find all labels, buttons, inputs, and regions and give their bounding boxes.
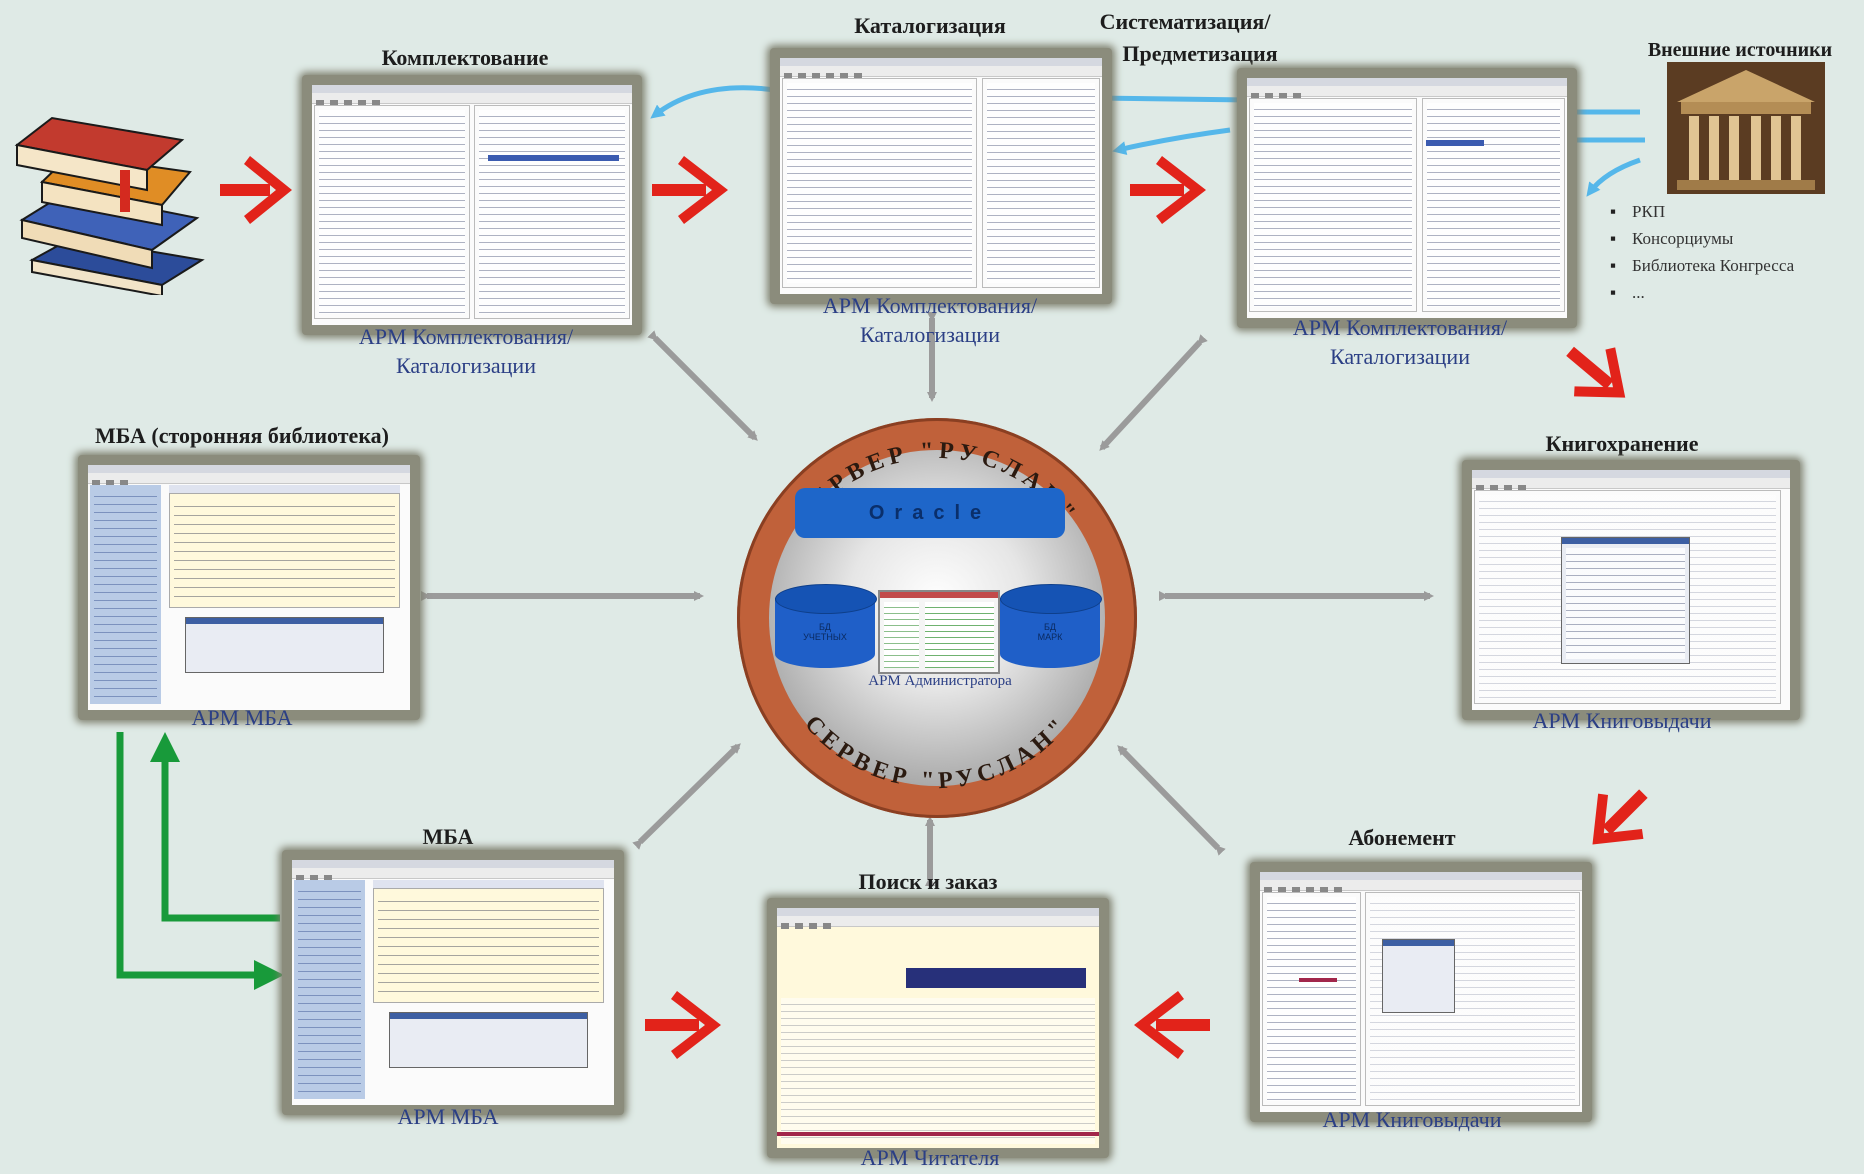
ill-title: МБА [422,824,474,849]
acquisition-screenshot [302,75,642,335]
storage-caption: АРМ Книговыдачи [1532,708,1712,733]
link-subscription-server [1117,745,1226,856]
ill-response-arrow [116,732,284,990]
admin-screenshot [878,590,1000,674]
db-left-label: БД УЧЕТНЫХ [803,622,847,642]
external-sources-title: Внешние источники [1647,39,1833,61]
external-source-item: Библиотека Конгресса [1610,252,1794,279]
external-source-item: ... [1610,279,1794,306]
link-acq-server [647,330,758,441]
db-right-label: БД МАРК [1037,622,1063,642]
red-flow-arrows [220,156,1648,1059]
book-storage-title: Книгохранение [1545,431,1699,456]
oracle-database-bar: Oracle [795,488,1065,538]
library-building-icon [1667,62,1825,194]
gray-link-arrows [421,312,1434,886]
ill-other-caption: АРМ МБА [191,705,293,730]
flow-books-to-acq [220,156,292,224]
subscription-title: Абонемент [1348,825,1456,850]
admin-caption: АРМ Администратора [868,673,1012,689]
book-storage-screenshot [1462,460,1800,720]
external-source-item: РКП [1610,198,1794,225]
link-ill-server [632,743,741,850]
ill-other-library-screenshot [78,455,420,720]
subscription-screenshot [1250,862,1592,1122]
database-cylinder-left: БД УЧЕТНЫХ [775,584,877,668]
cataloging-caption-line1: АРМ Комплектования/ [822,293,1038,318]
reader-caption: АРМ Читателя [860,1145,1000,1170]
search-order-title: Поиск и заказ [858,869,998,894]
feed-ext-to-sys-3 [1586,157,1641,197]
cataloging-title: Каталогизация [854,13,1006,38]
ill-caption: АРМ МБА [397,1104,499,1129]
database-cylinder-right: БД МАРК [1000,584,1102,668]
ring-text-bottom: СЕРВЕР "РУСЛАН" [799,711,1069,794]
ill-request-arrow [150,732,280,922]
feed-sys-to-cat [1112,127,1231,156]
link-sys-server [1099,334,1208,451]
green-ill-arrows [116,732,284,990]
flow-ill-to-reader [645,991,721,1059]
systematization-caption-line2: Каталогизации [1330,344,1470,369]
stack-of-books-icon [14,116,205,295]
flow-sys-to-storage [1566,346,1626,398]
flow-cat-to-sys [1130,156,1206,224]
feed-cat-to-acq [650,85,776,119]
flow-storage-to-subscription [1592,789,1648,845]
flow-acq-to-cat [652,156,728,224]
external-sources-list: РКП Консорциумы Библиотека Конгресса ... [1610,198,1794,306]
acquisition-caption-line1: АРМ Комплектования/ [358,324,574,349]
flow-subscription-to-reader [1134,991,1210,1059]
acquisition-caption-line2: Каталогизации [396,353,536,378]
systematization-title-line2: Предметизация [1122,41,1278,66]
svg-text:СЕРВЕР "РУСЛАН": СЕРВЕР "РУСЛАН" [799,711,1074,794]
systematization-screenshot [1237,68,1577,328]
ill-other-library-title: МБА (сторонняя библиотека) [94,423,390,448]
ill-screenshot [282,850,624,1115]
reader-screenshot [767,898,1109,1158]
acquisition-title: Комплектование [381,45,549,70]
feed-ext-to-cat [1094,95,1251,103]
external-source-item: Консорциумы [1610,225,1794,252]
cataloging-caption-line2: Каталогизации [860,322,1000,347]
systematization-title-line1: Систематизация/ [1099,9,1271,34]
cataloging-screenshot [770,48,1112,304]
systematization-caption-line1: АРМ Комплектования/ [1292,315,1508,340]
subscription-caption: АРМ Книговыдачи [1322,1107,1502,1132]
